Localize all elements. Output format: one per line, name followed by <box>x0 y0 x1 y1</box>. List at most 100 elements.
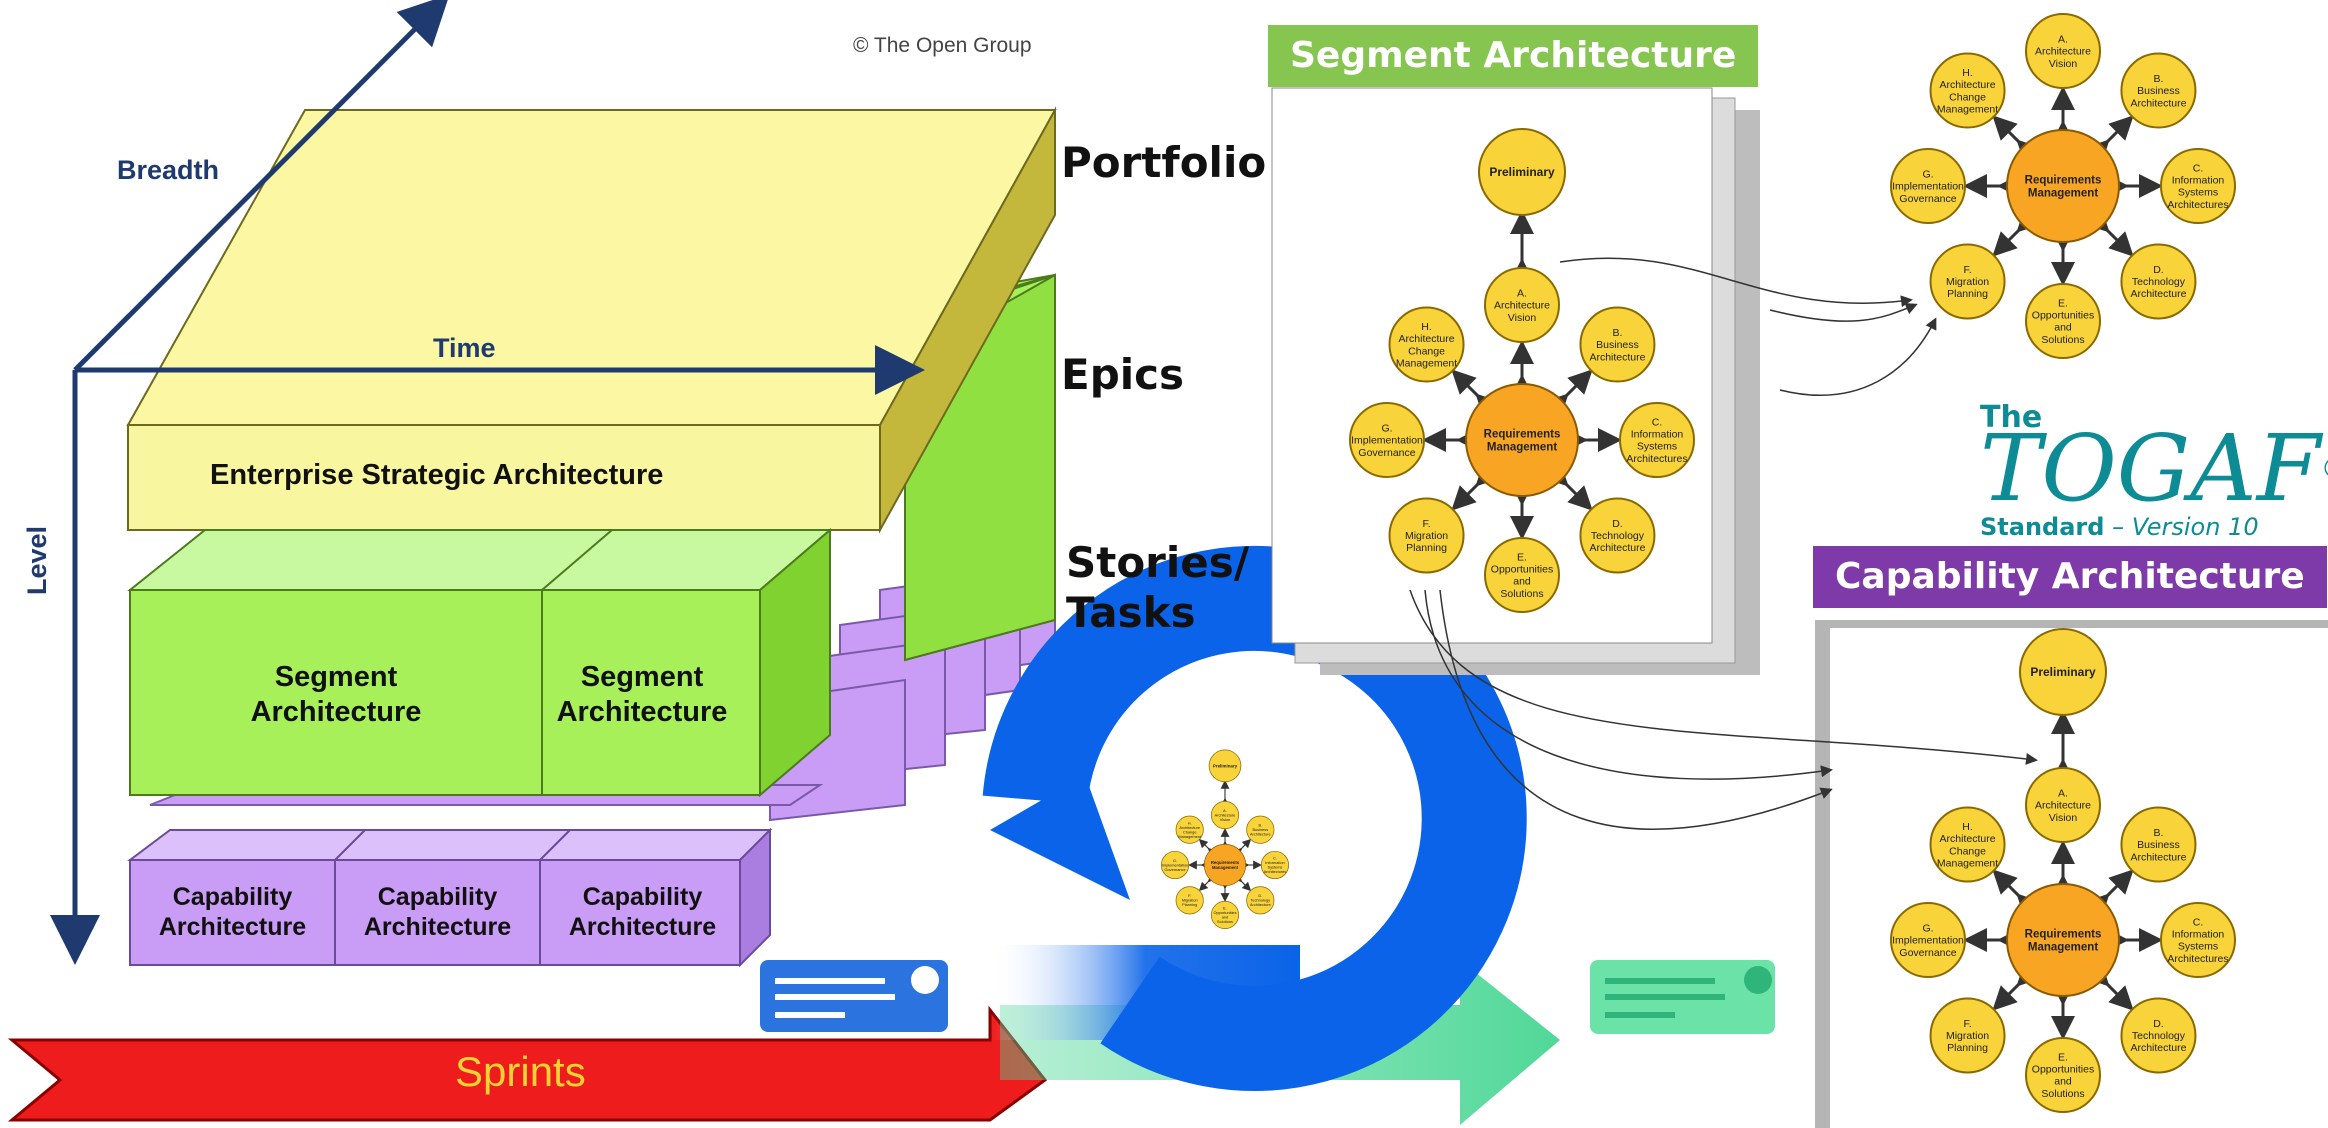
svg-text:Implementation: Implementation <box>1351 435 1423 447</box>
svg-text:Architecture: Architecture <box>1399 333 1455 345</box>
copyright-note: © The Open Group <box>853 34 1032 57</box>
adm-arrow <box>1992 115 2042 165</box>
adm-arrow <box>1992 869 2042 919</box>
svg-text:Architecture: Architecture <box>2130 97 2186 109</box>
segment-label-1a: Segment Architecture <box>250 661 422 728</box>
stories-label: Stories/ Tasks <box>1066 538 1250 637</box>
top-adm-panel: A.ArchitectureVisionB.BusinessArchitectu… <box>1848 0 2328 398</box>
svg-text:F.: F. <box>1188 893 1191 898</box>
segment-adm-panel: PreliminaryA.ArchitectureVisionB.Busines… <box>1271 87 1760 675</box>
svg-text:Requirements: Requirements <box>2025 928 2102 940</box>
svg-text:Architecture: Architecture <box>1940 79 1996 91</box>
svg-text:Architecture: Architecture <box>1250 902 1271 907</box>
svg-text:Business: Business <box>2137 85 2180 97</box>
svg-text:Architectures: Architectures <box>1626 453 1687 465</box>
story-card-blue <box>760 960 948 1032</box>
svg-text:A.: A. <box>1517 288 1527 300</box>
adm-arrow <box>1543 461 1593 511</box>
svg-text:Information: Information <box>2172 929 2225 941</box>
svg-text:C.: C. <box>2193 163 2204 175</box>
svg-text:G.: G. <box>1173 858 1177 863</box>
svg-text:H.: H. <box>1421 321 1432 333</box>
story-card-teal <box>1590 960 1775 1034</box>
svg-text:Opportunities: Opportunities <box>1491 564 1553 576</box>
svg-text:Vision: Vision <box>1220 817 1230 822</box>
capability-label-3: Capability Architecture <box>568 883 717 941</box>
adm-arrow <box>2084 869 2134 919</box>
svg-text:Systems: Systems <box>2178 941 2218 953</box>
svg-text:E.: E. <box>2058 298 2068 310</box>
svg-text:Solutions: Solutions <box>1217 919 1233 924</box>
svg-text:Technology: Technology <box>2132 276 2186 288</box>
svg-text:Management: Management <box>2028 942 2098 954</box>
svg-text:Management: Management <box>1178 834 1202 839</box>
svg-text:Governance: Governance <box>1164 867 1185 872</box>
svg-text:F.: F. <box>1963 1018 1971 1030</box>
svg-text:F.: F. <box>1422 518 1430 530</box>
adm-arrow <box>1451 461 1501 511</box>
svg-text:Change: Change <box>1408 345 1445 357</box>
segment-label-2: Segment Architecture <box>556 661 728 728</box>
svg-text:D.: D. <box>1612 518 1623 530</box>
svg-text:Solutions: Solutions <box>2041 334 2084 346</box>
svg-text:Information: Information <box>2172 175 2225 187</box>
svg-text:Vision: Vision <box>1508 312 1537 324</box>
svg-text:H.: H. <box>1188 820 1192 825</box>
svg-text:G.: G. <box>1381 423 1392 435</box>
svg-text:Change: Change <box>1183 829 1197 834</box>
svg-text:Migration: Migration <box>1946 276 1989 288</box>
svg-text:Planning: Planning <box>1406 542 1447 554</box>
svg-text:Architecture: Architecture <box>2130 851 2186 863</box>
segment-architecture-banner: Segment Architecture <box>1268 25 1759 87</box>
svg-text:Requirements: Requirements <box>1484 428 1561 440</box>
svg-text:Opportunities: Opportunities <box>1213 910 1236 915</box>
svg-text:Architecture: Architecture <box>1589 351 1645 363</box>
portfolio-label: Portfolio <box>1061 138 1267 187</box>
svg-text:Vision: Vision <box>2049 812 2078 824</box>
svg-text:Implementation: Implementation <box>1162 862 1189 867</box>
svg-text:G.: G. <box>1922 923 1933 935</box>
svg-text:Solutions: Solutions <box>1500 588 1543 600</box>
svg-text:Architecture: Architecture <box>1494 300 1550 312</box>
svg-text:Change: Change <box>1949 91 1986 103</box>
svg-text:Architectures: Architectures <box>2167 953 2228 965</box>
togaf-logo: The TOGAF® Standard – Version 10 <box>1980 400 2328 541</box>
svg-text:and: and <box>2054 322 2072 334</box>
svg-text:Opportunities: Opportunities <box>2032 1064 2094 1076</box>
architecture-stack <box>50 0 1057 968</box>
mini-adm: PreliminaryA.ArchitectureVisionB.Busines… <box>1160 749 1290 930</box>
svg-text:Business: Business <box>1596 339 1639 351</box>
adm-arrow <box>1198 838 1218 858</box>
svg-text:and: and <box>1513 576 1531 588</box>
adm-arrow <box>2084 961 2134 1011</box>
svg-text:Architecture: Architecture <box>1250 832 1271 837</box>
svg-text:D.: D. <box>1258 893 1262 898</box>
svg-text:Governance: Governance <box>1358 447 1415 459</box>
svg-text:Management: Management <box>1487 442 1557 454</box>
enterprise-layer-label: Enterprise Strategic Architecture <box>210 459 664 491</box>
adm-arrow <box>1198 872 1218 892</box>
svg-text:B.: B. <box>1258 823 1262 828</box>
svg-text:G.: G. <box>1922 169 1933 181</box>
svg-text:Migration: Migration <box>1946 1030 1989 1042</box>
capability-adm-panel: PreliminaryA.ArchitectureVisionB.Busines… <box>1815 620 2328 1128</box>
adm-arrow <box>1992 961 2042 1011</box>
svg-text:A.: A. <box>2058 788 2068 800</box>
